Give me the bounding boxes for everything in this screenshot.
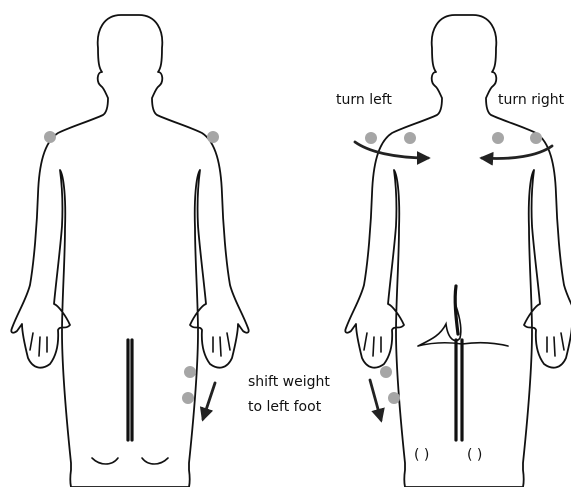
knee-mark-right: ( )	[467, 447, 482, 463]
front-left-knee	[92, 458, 118, 464]
label-turn-left: turn left	[336, 92, 392, 108]
marker-back-hip-lower	[388, 392, 400, 404]
front-leg-divider	[128, 340, 132, 440]
back-shift-arrow	[370, 380, 381, 420]
front-figure	[11, 15, 248, 487]
knee-mark-left: ( )	[414, 447, 429, 463]
label-turn-right: turn right	[498, 92, 565, 108]
back-right-hand-detail	[547, 333, 564, 356]
back-left-hand-detail	[364, 333, 381, 356]
marker-back-hip-upper	[380, 366, 392, 378]
back-figure: ( ) ( )	[345, 15, 571, 487]
marker-back-left-outer-shoulder	[365, 132, 377, 144]
label-shift-weight-line1: shift weight	[248, 374, 330, 390]
front-right-knee	[142, 458, 168, 464]
left-arc-arrow	[355, 142, 428, 158]
shift-weight-arrow	[203, 383, 215, 419]
front-right-hand-detail	[213, 333, 230, 356]
marker-front-right-shoulder	[207, 131, 219, 143]
right-arc-arrow	[482, 146, 552, 159]
back-leg-divider	[456, 340, 462, 440]
front-body-outline	[11, 15, 248, 487]
marker-front-hip-upper	[184, 366, 196, 378]
marker-front-hip-lower	[182, 392, 194, 404]
marker-back-left-inner-shoulder	[404, 132, 416, 144]
marker-back-right-inner-shoulder	[492, 132, 504, 144]
marker-back-right-outer-shoulder	[530, 132, 542, 144]
front-left-hand-detail	[30, 333, 47, 356]
marker-front-left-shoulder	[44, 131, 56, 143]
label-shift-weight-line2: to left foot	[248, 399, 322, 415]
